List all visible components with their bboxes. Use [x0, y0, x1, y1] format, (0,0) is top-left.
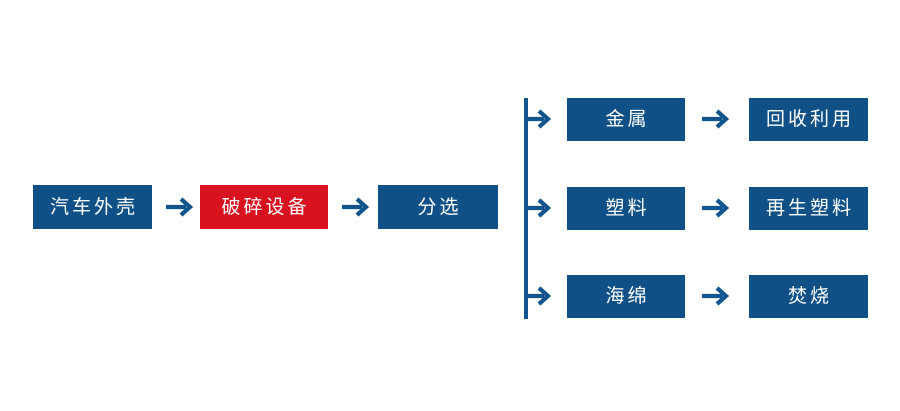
node-label: 焚烧 [787, 285, 832, 307]
node-car-shell[interactable]: 汽车外壳 [33, 185, 152, 229]
node-label: 金属 [605, 108, 650, 130]
branch-arrow-icon-3 [526, 281, 556, 311]
branch-arrow-icon-2 [526, 193, 556, 223]
node-material-sponge[interactable]: 海绵 [567, 275, 685, 318]
node-sorting[interactable]: 分选 [378, 185, 498, 229]
node-label: 回收利用 [765, 108, 854, 130]
node-outcome-recycled-plastic[interactable]: 再生塑料 [749, 187, 868, 230]
arrow-right-icon-4 [700, 193, 734, 223]
arrow-right-icon-3 [700, 104, 734, 134]
branch-arrow-icon-1 [526, 104, 556, 134]
node-label: 破碎设备 [221, 195, 310, 218]
node-shredding-equipment[interactable]: 破碎设备 [200, 185, 328, 229]
arrow-right-icon-2 [340, 192, 374, 222]
node-outcome-incineration[interactable]: 焚烧 [749, 275, 868, 318]
node-material-plastic[interactable]: 塑料 [567, 187, 685, 230]
node-label: 分选 [417, 195, 462, 218]
node-label: 汽车外壳 [49, 195, 138, 218]
node-label: 塑料 [605, 197, 650, 219]
node-label: 海绵 [605, 285, 650, 307]
arrow-right-icon-5 [700, 281, 734, 311]
node-material-metal[interactable]: 金属 [567, 98, 685, 141]
node-label: 再生塑料 [765, 197, 854, 219]
arrow-right-icon-1 [164, 192, 198, 222]
node-outcome-recycle[interactable]: 回收利用 [749, 98, 868, 141]
